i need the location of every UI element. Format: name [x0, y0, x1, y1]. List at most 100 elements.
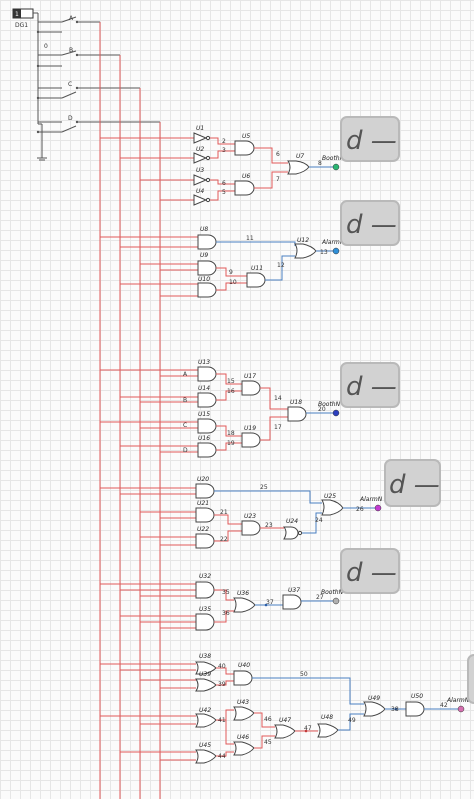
svg-text:23: 23	[265, 522, 273, 529]
svg-text:U25: U25	[324, 493, 336, 500]
probe-lamp-6-name: AlarmN	[446, 697, 470, 704]
probe-lamp-3[interactable]: BoothN	[318, 401, 341, 417]
svg-text:U11: U11	[251, 265, 263, 272]
svg-text:12: 12	[277, 262, 285, 269]
probe-lamp-2-name: AlarmN	[321, 239, 345, 246]
svg-text:26: 26	[356, 506, 364, 513]
svg-text:U10: U10	[198, 276, 210, 283]
switch-c[interactable]: C	[36, 81, 140, 100]
probe-display-6[interactable]	[467, 654, 474, 704]
probe-lamp-1-led	[332, 163, 340, 171]
svg-text:46: 46	[264, 716, 272, 723]
svg-text:U13: U13	[198, 359, 210, 366]
svg-text:U7: U7	[296, 153, 304, 160]
svg-text:36: 36	[222, 610, 230, 617]
svg-text:U2: U2	[196, 146, 204, 153]
svg-text:20: 20	[318, 406, 326, 413]
svg-text:U49: U49	[368, 695, 380, 702]
svg-text:9: 9	[229, 269, 233, 276]
svg-text:19: 19	[227, 440, 235, 447]
probe-display-3-value: d —	[346, 372, 397, 402]
svg-text:7: 7	[276, 176, 280, 183]
svg-text:27: 27	[316, 594, 324, 601]
svg-text:13: 13	[320, 249, 328, 256]
probe-lamp-4[interactable]: AlarmN	[359, 496, 383, 512]
switch-b-label: B	[69, 47, 73, 54]
svg-text:U40: U40	[238, 662, 250, 669]
svg-text:U36: U36	[237, 590, 249, 597]
switch-a[interactable]: A	[36, 15, 100, 34]
probe-lamp-2-led	[332, 247, 340, 255]
probe-lamp-2[interactable]: AlarmN	[321, 239, 345, 255]
svg-text:17: 17	[274, 424, 282, 431]
svg-text:15: 15	[227, 378, 235, 385]
probe-lamp-3-name: BoothN	[318, 401, 341, 408]
svg-text:5: 5	[222, 189, 226, 196]
svg-text:18: 18	[227, 430, 235, 437]
svg-text:44: 44	[218, 753, 226, 760]
svg-text:U8: U8	[200, 226, 208, 233]
probe-display-2[interactable]: d —	[340, 200, 400, 246]
svg-text:U50: U50	[411, 693, 423, 700]
switch-d-label: D	[68, 115, 73, 122]
switch-d[interactable]: D	[36, 115, 160, 134]
svg-text:8: 8	[318, 160, 322, 167]
probe-lamp-3-led	[332, 409, 340, 417]
svg-text:6: 6	[222, 180, 226, 187]
svg-text:U18: U18	[290, 399, 302, 406]
svg-text:3: 3	[222, 147, 226, 154]
svg-text:11: 11	[246, 235, 254, 242]
probe-lamp-6-led	[457, 705, 465, 713]
svg-text:6: 6	[276, 151, 280, 158]
svg-text:25: 25	[260, 484, 268, 491]
probe-display-4-value: d —	[389, 470, 440, 500]
switch-b[interactable]: 0 B	[36, 43, 120, 68]
svg-text:U43: U43	[237, 699, 249, 706]
svg-text:22: 22	[220, 536, 228, 543]
probe-lamp-5[interactable]: BoothN	[321, 589, 344, 605]
svg-text:37: 37	[266, 599, 274, 606]
probe-display-5[interactable]: d —	[340, 548, 400, 594]
svg-text:U39: U39	[199, 671, 211, 678]
svg-text:42: 42	[440, 702, 448, 709]
svg-text:C: C	[183, 422, 187, 429]
probe-lamp-6[interactable]: AlarmN	[446, 697, 470, 713]
svg-text:U19: U19	[244, 425, 256, 432]
switch-b-name: 0	[44, 43, 48, 50]
svg-text:U9: U9	[200, 252, 208, 259]
svg-text:16: 16	[227, 388, 235, 395]
probe-display-1-value: d —	[346, 126, 397, 156]
probe-display-1[interactable]: d —	[340, 116, 400, 162]
svg-text:U22: U22	[197, 526, 209, 533]
input-bus	[99, 22, 161, 799]
svg-text:47: 47	[304, 725, 312, 732]
svg-text:14: 14	[274, 395, 282, 402]
probe-lamp-5-name: BoothN	[321, 589, 344, 596]
svg-text:A: A	[183, 371, 188, 378]
svg-text:U21: U21	[197, 500, 209, 507]
switch-a-label: A	[69, 15, 74, 22]
probe-display-3[interactable]: d —	[340, 362, 400, 408]
probe-lamp-1-name: BoothN	[322, 155, 345, 162]
svg-text:U12: U12	[297, 237, 309, 244]
svg-text:39: 39	[218, 681, 226, 688]
source-dg1[interactable]: 1 DG1	[12, 8, 34, 29]
probe-lamp-1[interactable]: BoothN	[322, 155, 345, 171]
svg-text:40: 40	[218, 663, 226, 670]
probe-display-4[interactable]: d —	[384, 459, 441, 507]
svg-text:21: 21	[220, 509, 228, 516]
svg-text:2: 2	[222, 138, 226, 145]
source-name: DG1	[15, 22, 28, 29]
svg-text:U4: U4	[196, 188, 204, 195]
svg-text:U24: U24	[286, 518, 298, 525]
svg-text:B: B	[183, 397, 187, 404]
svg-text:45: 45	[264, 739, 272, 746]
svg-text:U48: U48	[321, 714, 333, 721]
svg-text:U38: U38	[199, 653, 211, 660]
